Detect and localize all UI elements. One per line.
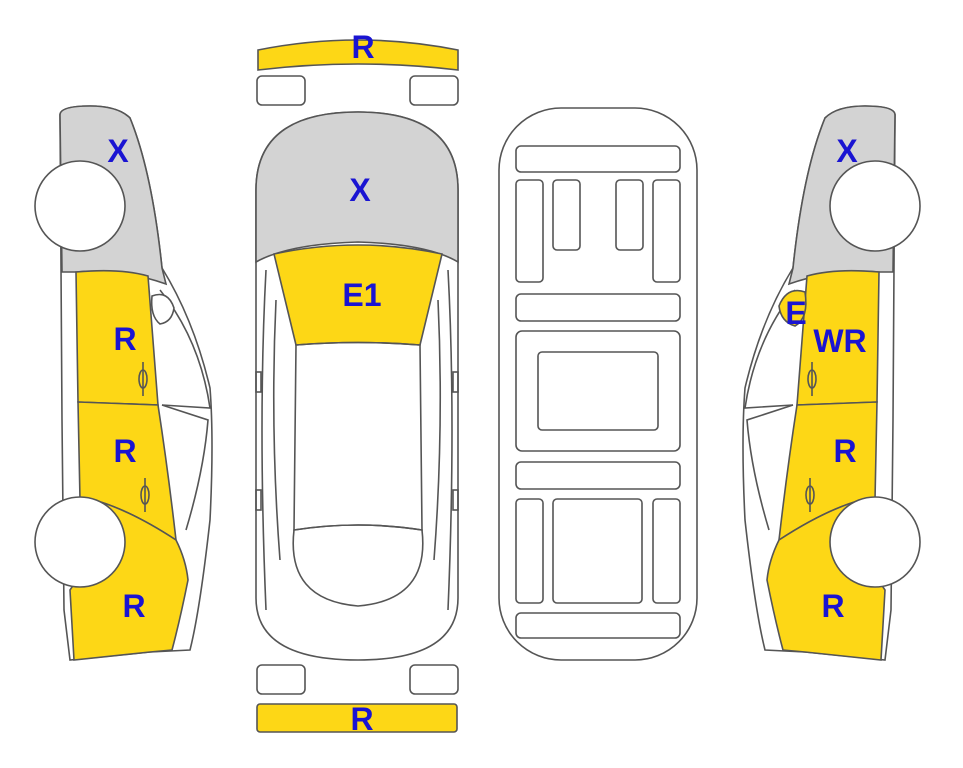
front-bumper[interactable] [257, 39, 459, 71]
left-front-wheel [34, 160, 126, 252]
right-fender-label: X [836, 133, 858, 169]
underside-rear-right-rail [652, 498, 681, 604]
right-front-wheel [829, 160, 921, 252]
underside-mid-bar [515, 293, 681, 322]
left-rear-wheel [34, 496, 126, 588]
underside-view [498, 107, 698, 661]
right-front-handle [807, 362, 817, 396]
top-right-handle [452, 489, 459, 511]
left-front-handle [138, 362, 148, 396]
windshield-label: E1 [342, 277, 381, 313]
hood[interactable] [255, 111, 459, 264]
top-left-inner [272, 299, 281, 561]
underside-center-frame [515, 330, 681, 452]
underside-rear-panel [552, 498, 643, 604]
top-rear-window [292, 524, 424, 607]
left-rear-door-label: R [113, 433, 136, 469]
rear-bumper-label: R [350, 701, 373, 737]
right-front-door[interactable] [796, 269, 880, 406]
front-bumper-label: R [351, 29, 374, 65]
underside-front-right-rail [652, 179, 681, 283]
left-fender-label: X [107, 133, 129, 169]
right-rear-door-label: R [833, 433, 856, 469]
right-side-labels: X E WR R R [785, 133, 866, 624]
left-rear-window-line [161, 404, 209, 531]
top-left-handle [255, 489, 262, 511]
right-rear-handle [805, 478, 815, 512]
underside-body [498, 107, 698, 661]
underside-rear-bar [515, 461, 681, 490]
right-side-view [742, 105, 921, 661]
top-left-mirror [255, 371, 262, 393]
underside-front-right-box [615, 179, 644, 251]
rear-right-light [409, 664, 459, 695]
top-right-inner [433, 299, 442, 561]
rear-bumper[interactable] [256, 703, 458, 733]
underside-tail-bar [515, 612, 681, 639]
left-side-view: X R R R [34, 105, 213, 661]
underside-front-bar [515, 145, 681, 173]
left-mirror [150, 293, 175, 325]
top-left-side [261, 269, 267, 611]
underside-center-panel [537, 351, 659, 431]
right-rear-wheel [829, 496, 921, 588]
left-front-door-label: R [113, 321, 136, 357]
rear-bumper-group: R [256, 664, 459, 737]
front-right-light [409, 75, 459, 106]
hood-label: X [349, 172, 371, 208]
underside-front-left-box [552, 179, 581, 251]
left-quarter-label: R [122, 588, 145, 624]
rear-left-light [256, 664, 306, 695]
right-mirror-label: E [785, 295, 806, 331]
underside-front-left-rail [515, 179, 544, 283]
left-front-door[interactable] [75, 269, 159, 406]
front-left-light [256, 75, 306, 106]
right-rear-window-line [746, 404, 794, 531]
top-view-car: X E1 [255, 111, 459, 661]
right-mirror[interactable] [778, 289, 807, 327]
top-right-mirror [452, 371, 459, 393]
right-front-door-label: WR [813, 323, 866, 359]
left-rear-handle [140, 478, 150, 512]
top-right-side [447, 269, 453, 611]
right-quarter-label: R [821, 588, 844, 624]
underside-rear-left-rail [515, 498, 544, 604]
front-bumper-group: R [256, 29, 459, 106]
